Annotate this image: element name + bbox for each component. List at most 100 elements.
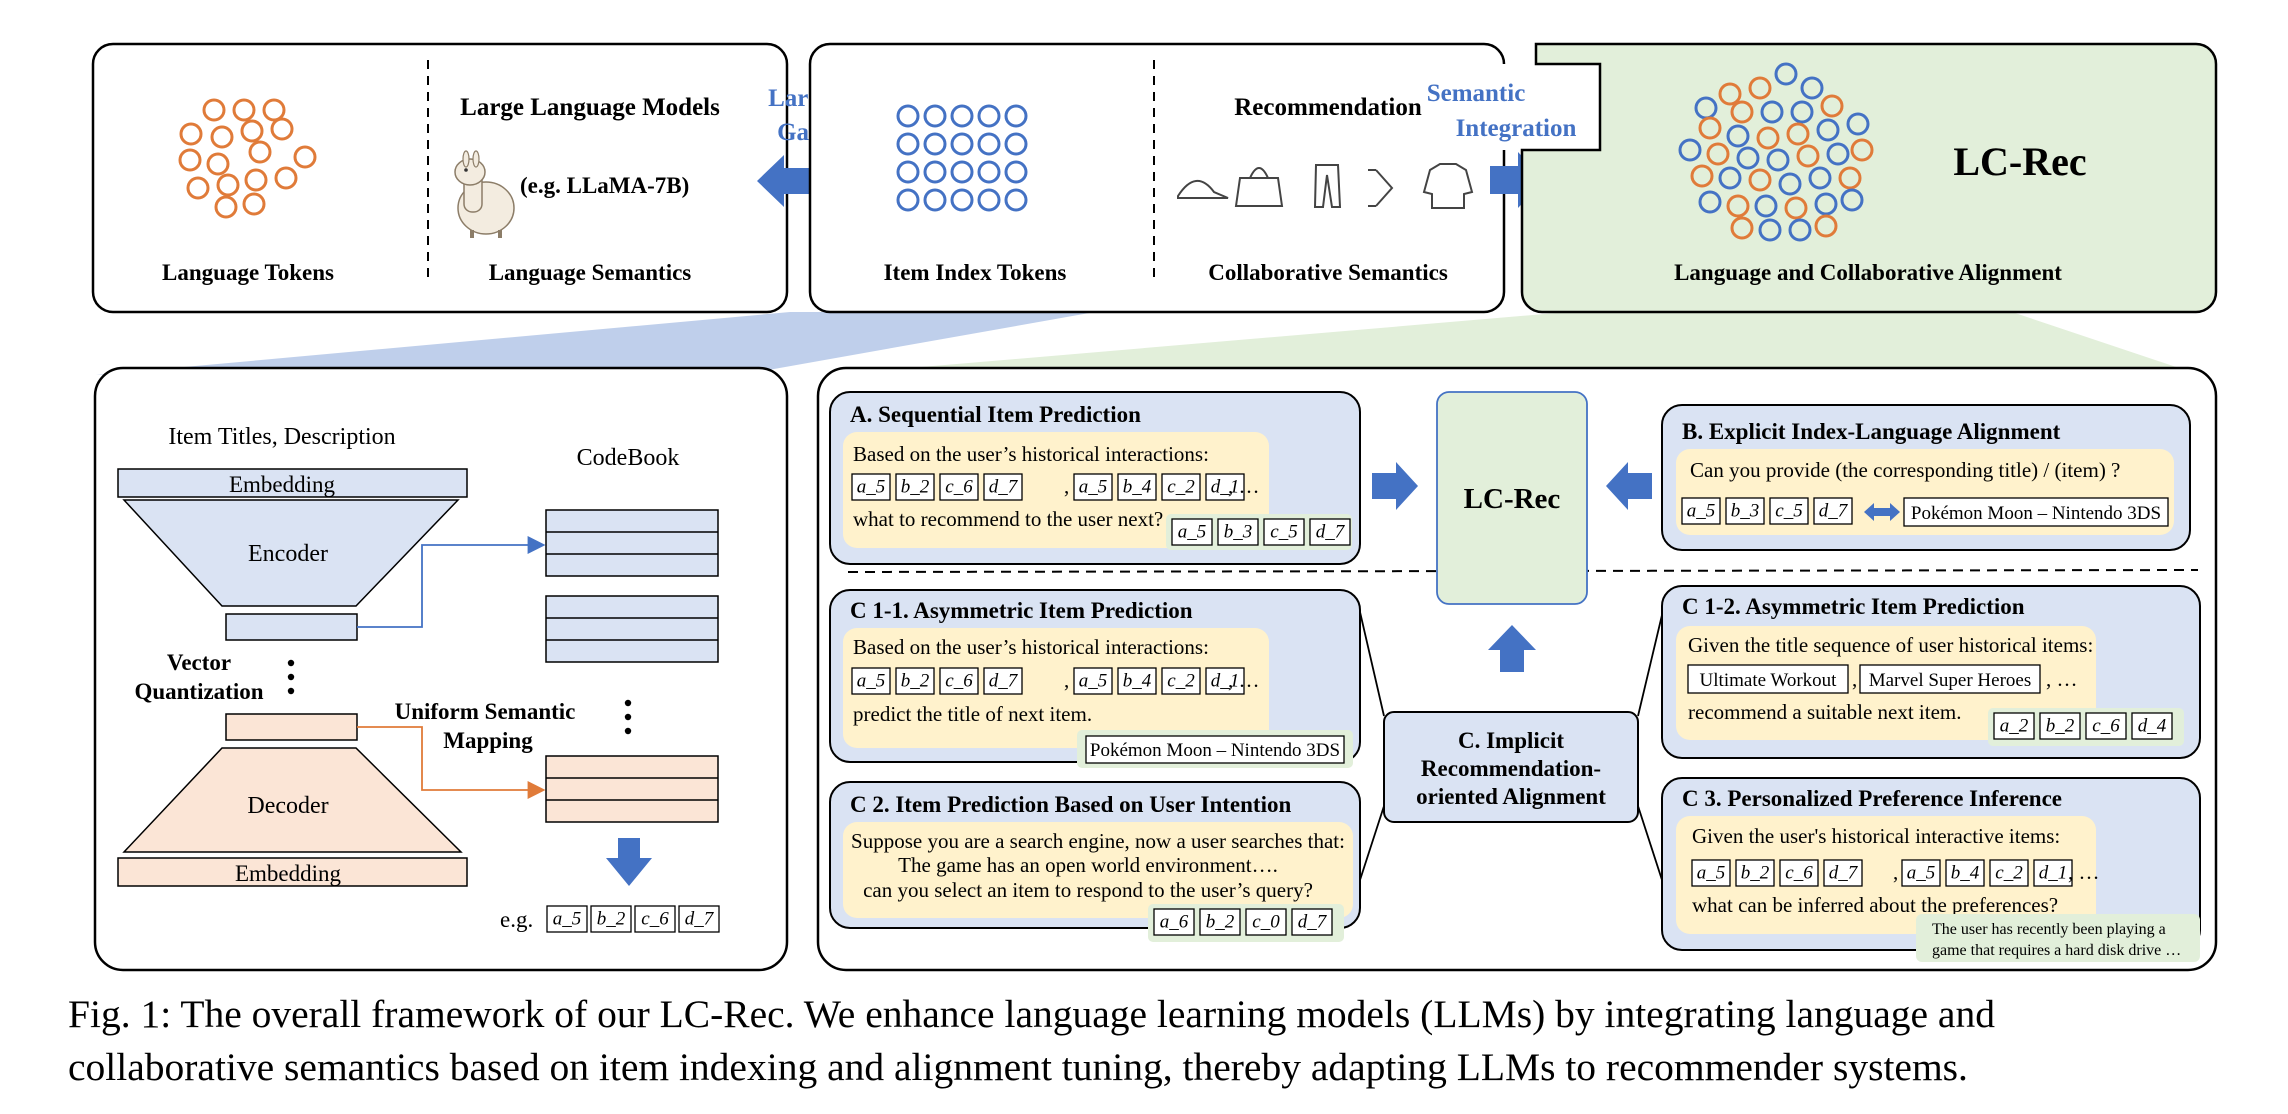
vq-label-line2: Quantization: [134, 679, 263, 704]
task-c2-line1: Suppose you are a search engine, now a u…: [851, 829, 1345, 853]
token-circle: [262, 98, 286, 122]
token-circle: [896, 132, 920, 156]
token-circle: [1726, 124, 1750, 148]
index-zoom-wedge: [96, 312, 1095, 375]
index-token-label: b_2: [901, 477, 930, 498]
token-circle: [216, 173, 240, 197]
token-circle: [1814, 192, 1838, 216]
task-c12-ellipsis: , …: [2046, 667, 2078, 691]
index-token-box: [2039, 712, 2081, 740]
index-token-box: [895, 667, 935, 695]
implicit-line3: oriented Alignment: [1416, 784, 1606, 809]
index-token-label: d_1: [1211, 477, 1240, 498]
task-c3-answer: [1916, 914, 2200, 962]
token-circle: [950, 132, 974, 156]
arrow-c-to-core: [1488, 625, 1536, 672]
index-token-label: c_0: [1252, 912, 1280, 933]
index-token-label: c_2: [1167, 671, 1195, 692]
index-token-label: c_2: [1995, 863, 2023, 884]
token-circle: [1778, 172, 1802, 196]
task-c2-line2: The game has an open world environment….: [898, 853, 1278, 877]
token-circle: [1748, 168, 1772, 192]
index-token-label: c_2: [1167, 477, 1195, 498]
index-token-box: [983, 667, 1023, 695]
index-token-box: [851, 667, 891, 695]
token-circle: [977, 104, 1001, 128]
item-index-tokens-label: Item Index Tokens: [884, 260, 1067, 285]
token-circle: [977, 160, 1001, 184]
codebook-1: [545, 509, 719, 577]
arrow-a-to-core: [1372, 462, 1418, 510]
recommendation-title: Recommendation: [1234, 94, 1422, 121]
implicit-line2: Recommendation-: [1421, 756, 1601, 781]
task-c12-comma: ,: [1852, 667, 1857, 691]
index-token-label: a_5: [857, 477, 886, 498]
task-c11-line1: Based on the user’s historical interacti…: [853, 635, 1209, 659]
index-token-label: c_6: [1785, 863, 1813, 884]
index-token-box: [1171, 518, 1213, 546]
shirt-icon: [1422, 163, 1474, 209]
token-circle: [1004, 104, 1028, 128]
task-c12-item1-text: Ultimate Workout: [1700, 670, 1838, 691]
task-c3-title: C 3. Personalized Preference Inference: [1682, 786, 2062, 811]
lcrec-panel: LC-Rec Language and Collaborative Alignm…: [1520, 42, 2218, 314]
token-circle: [950, 104, 974, 128]
llm-title: Large Language Models: [460, 94, 720, 121]
codebook-3: [545, 755, 719, 823]
token-circle: [1748, 76, 1772, 100]
index-token-box: [1205, 667, 1245, 695]
caption-line1: Fig. 1: The overall framework of our LC-…: [68, 992, 1995, 1036]
task-a-line2: what to recommend to the user next?: [853, 507, 1163, 531]
index-token-label: b_2: [901, 671, 930, 692]
token-circle: [179, 122, 203, 146]
double-arrow-icon: [1864, 503, 1900, 521]
index-token-box: [546, 905, 588, 933]
token-circle: [244, 168, 268, 192]
token-circle: [1690, 164, 1714, 188]
llm-panel: Language Tokens Large Language Models (e…: [91, 42, 789, 314]
lcrec-core-label: LC-Rec: [1464, 483, 1561, 515]
token-circle: [1838, 166, 1862, 190]
index-token-label: b_4: [1123, 671, 1152, 692]
task-c3-line1: Given the user's historical interactive …: [1692, 824, 2060, 848]
token-circle: [1698, 190, 1722, 214]
token-circle: [214, 195, 238, 219]
codebook-label: CodeBook: [577, 445, 680, 471]
index-token-label: d_7: [1819, 501, 1849, 522]
alignment-zoom-wedge: [828, 312, 2200, 375]
index-token-box: [1153, 908, 1195, 936]
token-circle: [232, 98, 256, 122]
index-token-box: [2131, 712, 2173, 740]
mapping-arrow: [357, 726, 546, 799]
decoder: [122, 747, 463, 853]
index-token-box: [1263, 518, 1305, 546]
aligned-token-cluster: [1678, 62, 1874, 242]
usm-label-line1: Uniform Semantic: [395, 699, 576, 724]
task-c2-title: C 2. Item Prediction Based on User Inten…: [850, 792, 1291, 817]
cap-icon: [1177, 180, 1229, 199]
token-circle: [178, 148, 202, 172]
index-token-box: [1993, 712, 2035, 740]
chevron-right-icon: [1368, 169, 1394, 207]
task-b-line1: Can you provide (the corresponding title…: [1690, 458, 2120, 482]
index-token-box: [895, 473, 935, 501]
index-token-label: d_7: [1316, 522, 1346, 543]
index-token-label: b_2: [1741, 863, 1770, 884]
index-token-label: a_5: [857, 671, 886, 692]
index-token-box: [590, 905, 632, 933]
codebook-2: [545, 595, 719, 663]
token-circle: [1678, 138, 1702, 162]
index-token-label: c_5: [1270, 522, 1297, 543]
task-a-comma: ,: [1064, 474, 1069, 498]
decoder-label: Decoder: [247, 793, 328, 819]
item-index-token-grid: [896, 104, 1028, 212]
token-circle: [896, 188, 920, 212]
task-c3-comma: ,: [1893, 860, 1898, 884]
token-circle: [1718, 166, 1742, 190]
